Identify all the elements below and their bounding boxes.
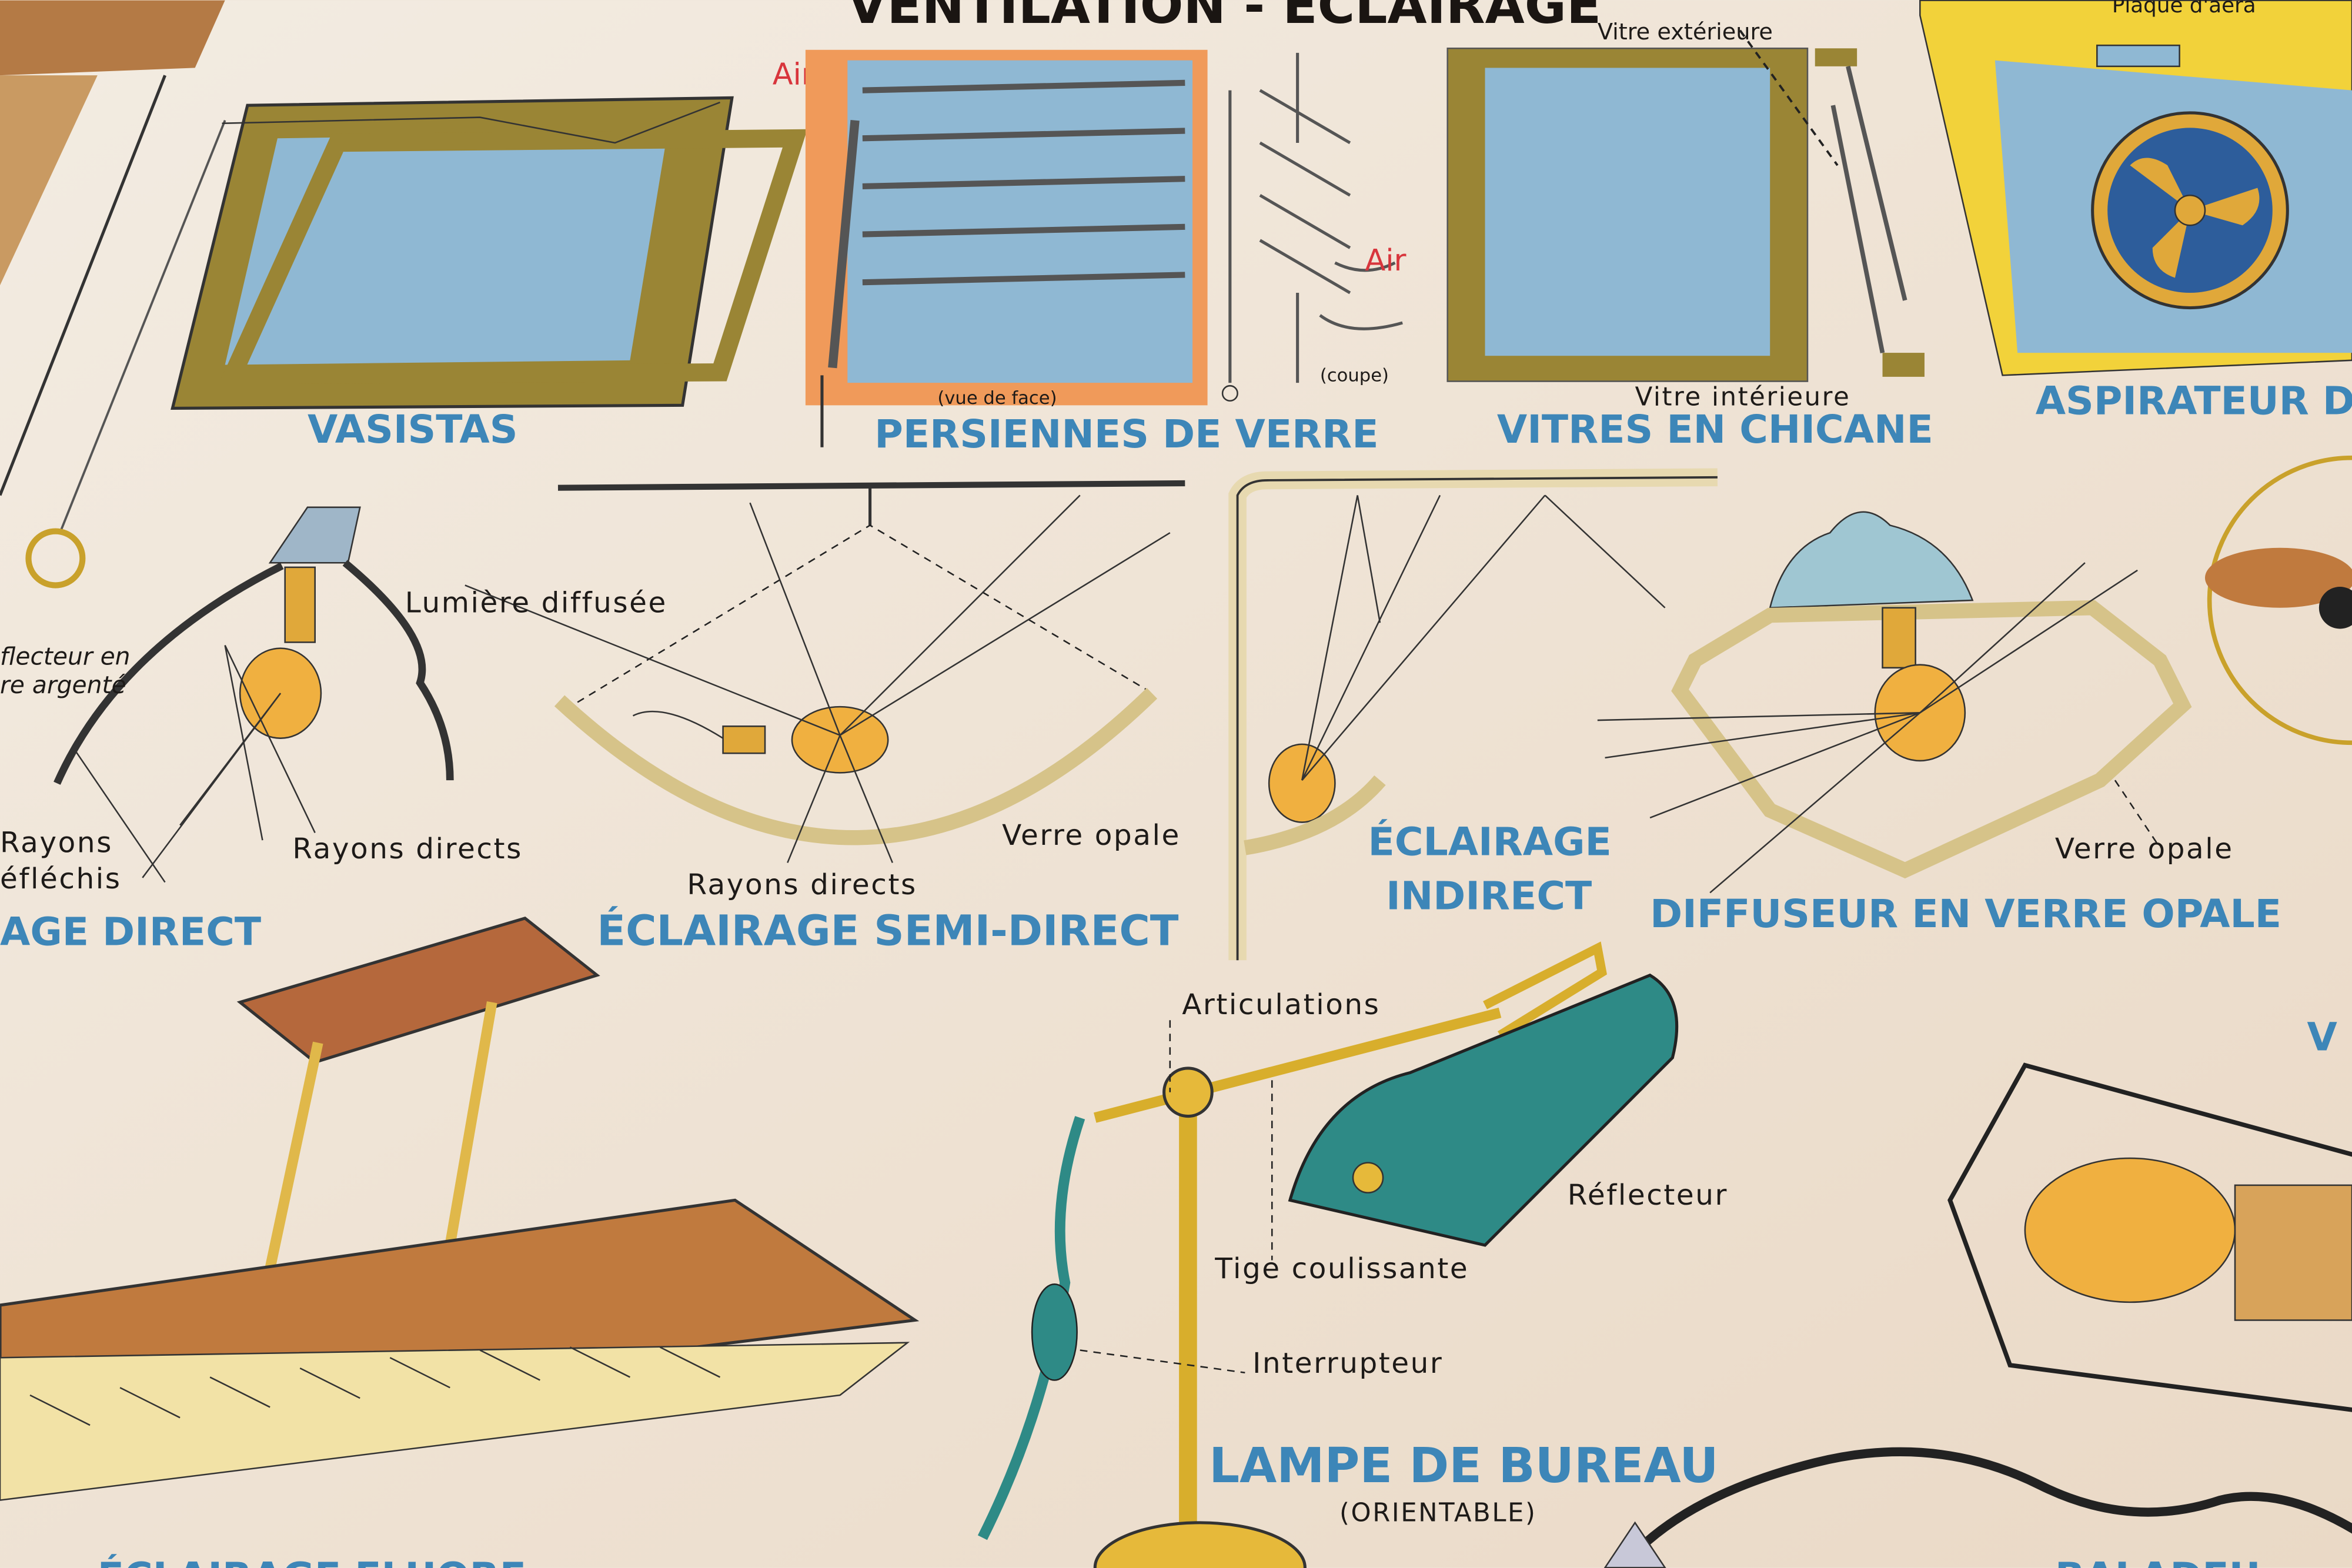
reflecteur-label-2: re argenté [0, 671, 126, 699]
plaque-label: Plaque d'aéra [2112, 0, 2256, 18]
persiennes-figure [805, 49, 1403, 447]
air-label-2: Air [1365, 243, 1406, 278]
reflecteur-label: Réflecteur [1568, 1179, 1728, 1212]
book-corner [0, 0, 225, 76]
baladeuse-figure [1603, 1062, 2352, 1568]
lampe-subtitle: (ORIENTABLE) [1339, 1498, 1536, 1527]
verre-opale-label-2: Verre opale [2055, 833, 2234, 865]
coupe-label: (coupe) [1320, 366, 1389, 386]
semi-direct-title: ÉCLAIRAGE SEMI-DIRECT [597, 907, 1178, 955]
vitres-chicane-figure [1446, 29, 1925, 382]
lumiere-diffusee-label: Lumière diffusée [405, 586, 667, 619]
hanging-cord [0, 75, 166, 496]
rayons-reflechis-label-1: Rayons [0, 827, 113, 860]
fluorescent-title-cut: ÉCLAIRAGE FLUORE [98, 1554, 526, 1568]
baladeuse-title-cut: BALADEU [2055, 1554, 2261, 1568]
vasistas-title: VASISTAS [308, 406, 518, 452]
pull-ring-icon [25, 528, 86, 589]
lampe-title: LAMPE DE BUREAU [1209, 1438, 1718, 1494]
rayons-directs-label-2: Rayons directs [687, 868, 917, 901]
vue-de-face-label: (vue de face) [937, 388, 1057, 409]
interrupteur-label: Interrupteur [1252, 1347, 1443, 1380]
vasistas-figure [171, 96, 808, 410]
rayons-reflechis-label-2: éfléchis [0, 862, 122, 895]
aspirateur-figure [1919, 0, 2352, 376]
reflecteur-label-1: flecteur en [0, 643, 131, 671]
eclairage-semi-direct-figure [465, 480, 1185, 863]
tige-coulissante-label: Tige coulissante [1214, 1252, 1469, 1285]
eclairage-indirect-figure [1228, 468, 1718, 961]
rayons-directs-label-1: Rayons directs [292, 833, 522, 865]
articulations-label: Articulations [1182, 988, 1380, 1021]
vitre-exterieure-label: Vitre extérieure [1598, 19, 1773, 45]
indirect-title-1: ÉCLAIRAGE [1368, 819, 1612, 865]
indirect-title-2: INDIRECT [1386, 873, 1592, 919]
verre-opale-label-1: Verre opale [1002, 819, 1181, 852]
aspirateur-title: ASPIRATEUR DE [2036, 378, 2352, 424]
lampe-de-bureau-figure [977, 941, 1679, 1568]
diffuseur-figure [1597, 511, 2192, 894]
eclairage-direct-figure [54, 506, 454, 883]
persiennes-title: PERSIENNES DE VERRE [874, 411, 1378, 457]
diffuseur-title: DIFFUSEUR EN VERRE OPALE [1650, 891, 2281, 937]
poster-title: VENTILATION - ÉCLAIRAGE [847, 0, 1601, 35]
wooden-table [0, 75, 98, 286]
right-cut-title: V [2307, 1014, 2337, 1059]
vitre-interieure-label: Vitre intérieure [1635, 382, 1851, 412]
eclairage-fluorescent-figure [0, 916, 920, 1501]
vitres-chicane-title: VITRES EN CHICANE [1497, 406, 1933, 452]
eclairage-direct-title: AGE DIRECT [0, 909, 261, 955]
fan-figure [2205, 455, 2352, 745]
